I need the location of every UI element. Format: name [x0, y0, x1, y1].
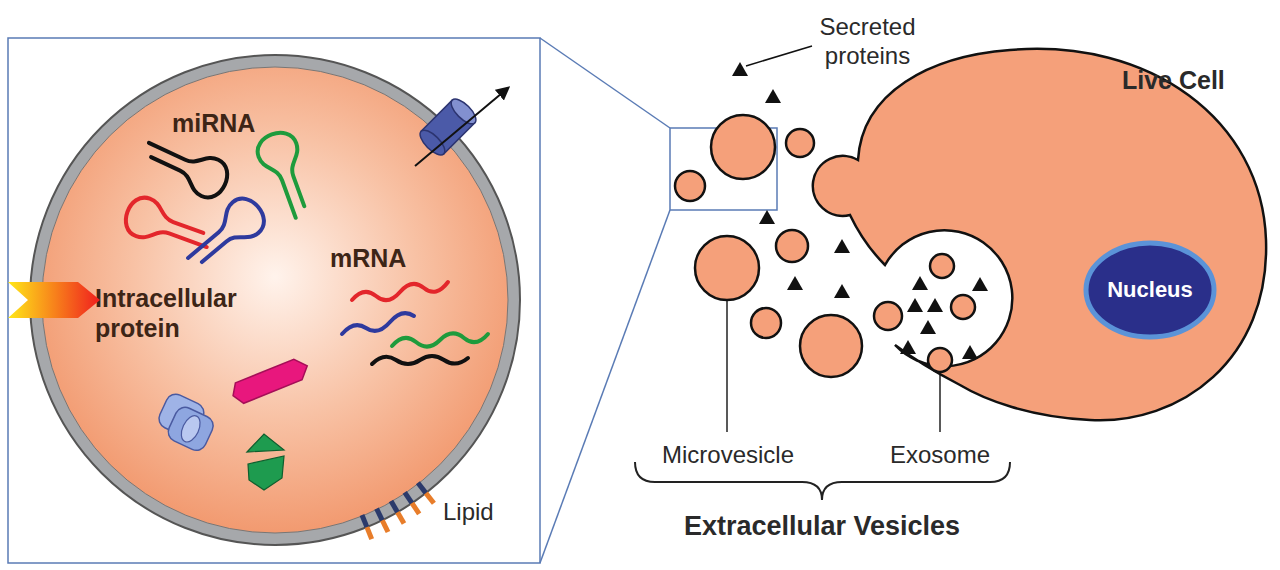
nucleus-label: Nucleus: [1107, 277, 1193, 303]
lipid-head: [426, 493, 434, 503]
secreted-protein: [765, 89, 781, 103]
secreted-protein: [759, 210, 775, 224]
exosome-vesicle: [951, 295, 975, 319]
secreted-protein: [907, 298, 923, 312]
part-label: Lipid: [443, 497, 494, 526]
cell-outline: [813, 49, 1266, 420]
exosome-vesicle: [928, 348, 952, 372]
zoom-line: [540, 38, 670, 128]
channel-end: [447, 95, 480, 128]
vesicle: [695, 236, 759, 300]
secreted-protein: [962, 345, 978, 359]
lipid-head: [398, 512, 405, 523]
zoom-line: [540, 210, 670, 563]
callout-label: Secreted proteins: [800, 12, 935, 70]
node-outline: [815, 35, 1273, 430]
live-cell: Live CellNucleus: [815, 35, 1273, 430]
leader-line: [746, 46, 812, 66]
zoom-frame: [8, 38, 540, 563]
group-label: Extracellular Vesicles: [647, 512, 997, 541]
lipid-head: [382, 520, 388, 532]
vesicle: [751, 308, 781, 338]
vesicle: [786, 129, 814, 157]
secreted-protein: [834, 284, 850, 298]
cargo-label: Intracellular protein: [95, 283, 265, 343]
part-label: Exosome: [860, 440, 1020, 469]
leader-line: [939, 372, 941, 432]
secreted-protein: [834, 239, 850, 253]
vesicle: [800, 315, 862, 377]
lumen: [42, 67, 508, 533]
exosome-vesicle: [930, 254, 954, 278]
leader-line: [726, 300, 728, 432]
secreted-protein: [927, 298, 943, 312]
vesicle: [711, 115, 775, 179]
secreted-protein: [732, 62, 748, 76]
nucleus-shape: [1086, 243, 1214, 337]
vesicle: [776, 230, 808, 262]
secreted-protein: [972, 277, 988, 291]
vesicle: [874, 302, 902, 330]
secreted-protein: [912, 276, 928, 290]
secreted-protein: [900, 340, 916, 354]
cargo-label: mRNA: [330, 243, 406, 273]
lipid-head: [367, 527, 372, 539]
protein-barrel-end: [178, 413, 204, 445]
part-label: Microvesicle: [638, 440, 818, 469]
secreted-protein: [920, 320, 936, 334]
cargo-label: miRNA: [172, 108, 255, 138]
nucleus-ellipse: Nucleus: [1083, 240, 1217, 340]
vesicle: [675, 171, 705, 201]
secreted-protein: [787, 276, 803, 290]
lipid-head: [412, 503, 419, 514]
cell-title: Live Cell: [1122, 65, 1225, 95]
membrane: [30, 55, 520, 545]
